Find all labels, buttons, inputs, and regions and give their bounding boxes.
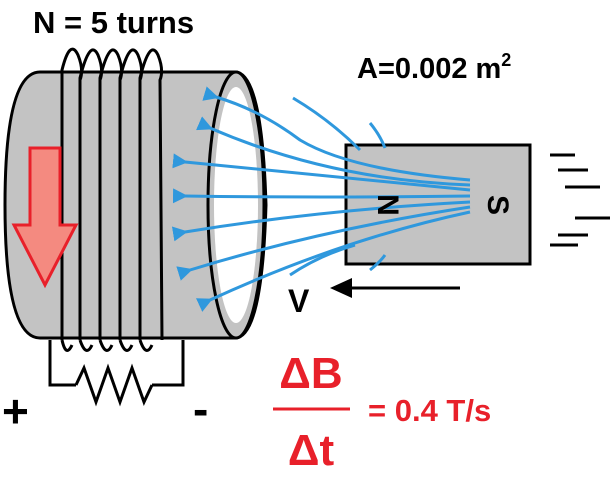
field-line bbox=[172, 153, 471, 192]
field-line bbox=[171, 200, 471, 242]
field-line bbox=[172, 188, 471, 204]
field-line-top-tail bbox=[368, 122, 387, 149]
coil bbox=[3, 70, 268, 340]
field-line-bottom-tail bbox=[289, 243, 356, 277]
field-line bbox=[176, 205, 471, 281]
rate-of-change: ΔB Δt = 0.4 T/s bbox=[273, 349, 491, 475]
resistor-circuit bbox=[48, 340, 185, 407]
magnetic-field-lines bbox=[171, 86, 471, 312]
coil-windings bbox=[60, 47, 164, 352]
rate-value: = 0.4 T/s bbox=[368, 393, 491, 428]
motion-lines bbox=[550, 153, 610, 247]
field-line-bottom-tail bbox=[369, 254, 387, 272]
coil-opening bbox=[214, 87, 258, 323]
plus-terminal: + bbox=[2, 385, 29, 437]
winding-5 bbox=[138, 48, 164, 341]
delta-t: Δt bbox=[288, 426, 335, 475]
turns-label: N = 5 turns bbox=[33, 5, 194, 40]
field-line bbox=[196, 116, 471, 187]
area-label: A=0.002 m2 bbox=[357, 50, 511, 85]
field-line bbox=[202, 86, 471, 182]
wire-left bbox=[48, 340, 76, 387]
winding-bottom-loops bbox=[60, 339, 154, 352]
minus-terminal: - bbox=[193, 383, 208, 435]
magnet-north-label: N bbox=[371, 194, 404, 216]
wire-right bbox=[152, 340, 185, 387]
induced-current-arrow bbox=[11, 146, 79, 289]
velocity-arrow bbox=[330, 278, 460, 298]
field-line-top-tail bbox=[292, 96, 362, 152]
delta-b: ΔB bbox=[279, 349, 342, 398]
resistor-icon bbox=[74, 363, 154, 407]
magnet-south-label: S bbox=[481, 195, 514, 215]
velocity-label: V bbox=[288, 283, 310, 319]
field-line bbox=[195, 210, 471, 312]
